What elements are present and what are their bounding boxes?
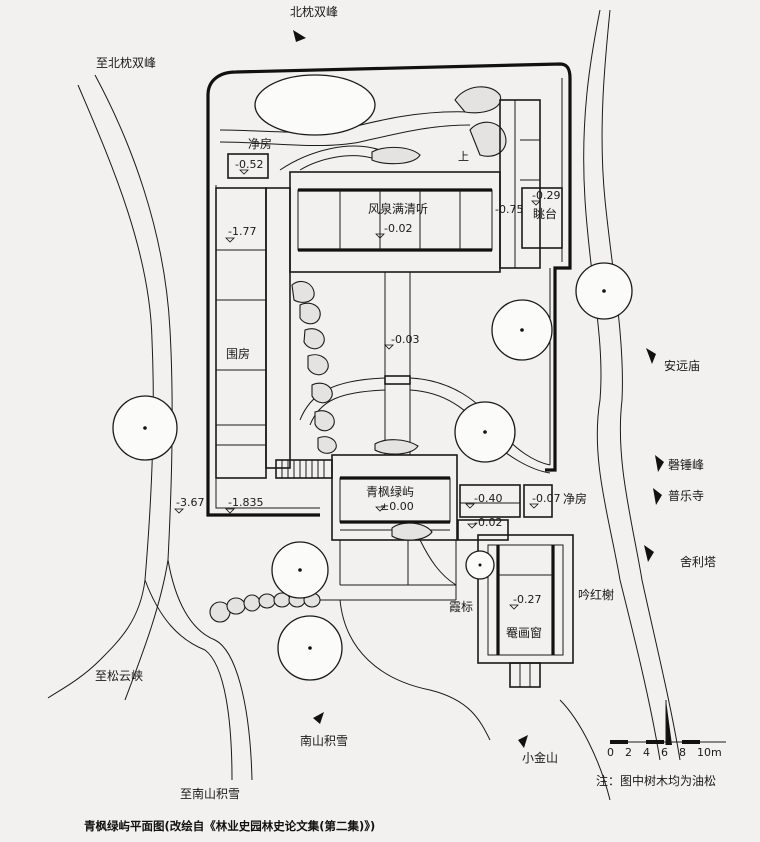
direction-arrow-icon [653,488,662,505]
east-corridor [499,99,563,269]
label-clean-room-right: 净房 [563,491,587,506]
scale-tick: 8 [679,746,686,759]
level-label: -0.27 [513,593,541,606]
lower-paths [320,539,457,601]
east-small-rooms [457,484,553,541]
label-weifang: 围房 [226,346,250,361]
scale-tick: 2 [625,746,632,759]
level-markers [174,169,541,610]
clean-room-top [227,153,269,179]
level-label: -0.07 [532,492,560,505]
level-label: -0.75 [495,203,523,216]
level-label: ±0.00 [380,500,414,513]
yinhong-pavilion [477,534,574,688]
level-label: -0.03 [391,333,419,346]
label-qingfeng-pavilion: 青枫绿屿 [366,484,414,499]
note-trees: 注：图中树木均为油松 [596,773,716,788]
label-sheli-pagoda: 舍利塔 [680,554,716,569]
hall-fengquan [289,171,501,273]
pine-trees [112,262,633,681]
view-arrows [293,30,664,748]
label-pule-temple: 普乐寺 [668,489,704,503]
scale-tick: 10m [697,746,722,759]
rockery-column [291,280,337,454]
label-nanshan-snow: 南山积雪 [300,733,348,748]
label-to-north-peaks: 至北枕双峰 [96,55,156,70]
label-hall-fengquan: 风泉满清听 [368,202,428,216]
label-north-peaks: 北枕双峰 [290,4,338,19]
level-label: -0.29 [532,189,560,202]
direction-arrow-icon [655,455,664,472]
level-label: -3.67 [176,496,204,509]
scale-tick: 4 [643,746,650,759]
rock-north [454,86,502,114]
level-label: -1.77 [228,225,256,238]
curved-path-west-2 [309,389,386,426]
rock-north-2 [469,121,507,157]
staircase [275,459,333,479]
west-corridor [215,187,291,479]
label-xiaojin-hill: 小金山 [522,750,558,765]
direction-arrow-icon [313,712,324,724]
label-to-nanshan-snow: 至南山积雪 [180,786,240,801]
label-shang: 上 [458,150,469,163]
label-xiabiao: 霞标 [449,600,473,614]
figure-caption: 青枫绿屿平面图(改绘自《林业史园林史论文集(第二集)》) [84,819,376,833]
label-tiaotai: 眺台 [533,206,557,221]
pavilion-qingfeng [331,439,458,541]
label-clean-room-top: 净房 [248,136,272,151]
direction-arrow-icon [518,735,528,748]
level-label: -0.40 [474,492,502,505]
level-label: -0.02 [384,222,412,235]
north-arrow-icon [666,700,672,745]
scale-tick: 0 [607,746,614,759]
level-label: -0.52 [235,158,263,171]
level-label: -0.02 [474,516,502,529]
label-anyuan-temple: 安远庙 [664,358,700,373]
stepping-stones [209,592,321,623]
direction-arrow-icon [646,348,656,364]
label-qingchui-peak: 磬锤峰 [668,457,704,472]
level-label: -1.835 [228,496,263,509]
label-yinhong-xie: 吟红榭 [578,587,614,602]
scale-tick: 6 [661,746,668,759]
scale-bar: 0 2 4 6 8 10m [607,740,726,759]
label-zaohua-window: 罨画窗 [506,626,542,640]
rock-north-3 [371,146,421,165]
label-to-songyun-gorge: 至松云峡 [95,669,143,683]
north-arrow [665,700,672,745]
pine-tree-north [254,74,376,136]
direction-arrow-icon [293,30,306,42]
central-walkway [384,272,411,455]
direction-arrow-icon [644,545,654,562]
